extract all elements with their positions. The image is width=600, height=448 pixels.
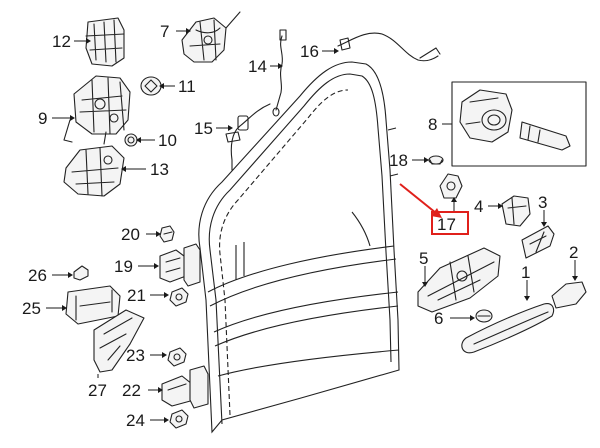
callout-leaders	[46, 28, 578, 423]
part-15-lock-cable	[225, 103, 271, 171]
part-21-bolt	[169, 287, 189, 307]
part-26-bolt	[73, 265, 89, 281]
callout-13: 13	[150, 160, 169, 179]
callout-1: 1	[521, 263, 530, 282]
part-18-screw	[428, 155, 444, 165]
part-4-handle-bracket	[501, 195, 531, 227]
callout-18: 18	[389, 151, 408, 170]
callout-numbers: 12 7 11 9 10 13 14 16 15 8 18 17 4 3 2 5…	[22, 22, 578, 430]
callout-23: 23	[126, 346, 145, 365]
callout-16: 16	[300, 42, 319, 61]
callout-17: 17	[437, 215, 456, 234]
callout-5: 5	[419, 249, 428, 268]
callout-4: 4	[474, 197, 483, 216]
callout-9: 9	[38, 109, 47, 128]
callout-11: 11	[178, 77, 196, 96]
callout-19: 19	[114, 257, 133, 276]
callout-10: 10	[158, 131, 177, 150]
callout-15: 15	[194, 119, 213, 138]
part-10-bolt	[124, 133, 138, 147]
part-11-grommet	[140, 76, 162, 96]
callout-14: 14	[248, 57, 267, 76]
part-7-handle-bracket	[181, 11, 241, 63]
callout-12: 12	[52, 32, 71, 51]
front-door-shell	[198, 61, 400, 434]
part-17-striker	[439, 173, 463, 199]
callout-22: 22	[122, 381, 141, 400]
callout-25: 25	[22, 299, 41, 318]
highlight-arrow	[399, 183, 437, 214]
callout-8: 8	[428, 115, 437, 134]
part-1-outside-handle	[461, 303, 555, 354]
callout-21: 21	[127, 286, 146, 305]
part-3-cap	[521, 225, 555, 259]
callout-27: 27	[88, 381, 107, 400]
part-19-upper-hinge	[159, 243, 201, 287]
part-13-latch	[63, 131, 125, 197]
callout-7: 7	[160, 22, 169, 41]
part-6-screw	[475, 309, 493, 323]
callout-6: 6	[434, 309, 443, 328]
part-24-bolt	[169, 409, 189, 429]
part-27-check-strap	[93, 309, 145, 373]
part-9-lock-actuator	[63, 75, 131, 143]
part-2-handle-cap	[551, 281, 587, 309]
callout-3: 3	[538, 193, 547, 212]
part-14-lock-rod	[272, 29, 287, 117]
part-5-handle-carrier	[417, 247, 501, 313]
part-23-bolt	[167, 347, 187, 367]
callout-26: 26	[28, 266, 47, 285]
callout-20: 20	[121, 225, 140, 244]
highlight-box	[431, 211, 469, 235]
part-22-lower-hinge	[161, 365, 209, 409]
part-20-bolt	[159, 225, 175, 243]
part-8-lock-cylinder-kit	[451, 81, 587, 167]
part-16-handle-cable	[337, 32, 441, 62]
callout-2: 2	[569, 243, 578, 262]
part-12-actuator-cover	[85, 17, 125, 67]
callout-24: 24	[126, 411, 145, 430]
highlight-17	[399, 183, 469, 235]
